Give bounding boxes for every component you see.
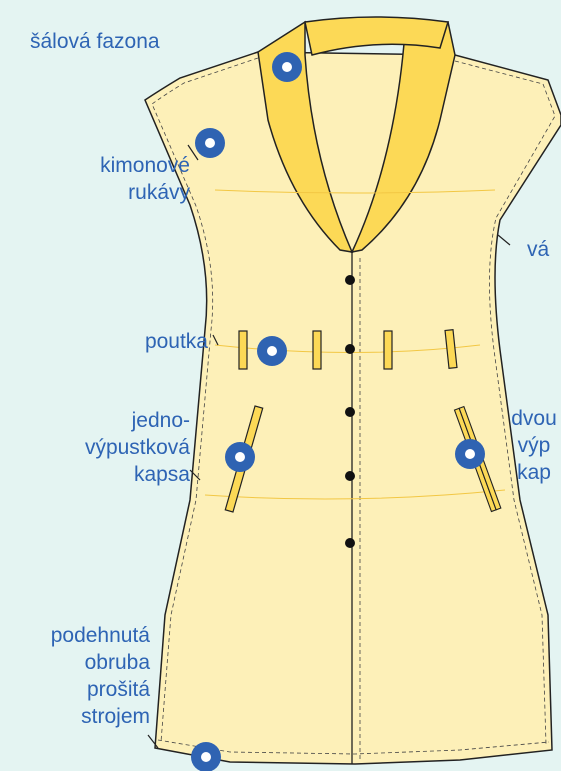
label-line: výp (507, 432, 561, 459)
label-shawl-collar: šálová fazona (30, 28, 160, 55)
button (345, 344, 355, 354)
label-line: vá (527, 236, 549, 263)
label-line: kimonové (20, 152, 190, 179)
label-line: výpustková (10, 434, 190, 461)
label-loops: poutka (80, 328, 208, 355)
label-line: dvou (507, 405, 561, 432)
button (345, 471, 355, 481)
label-line: podehnutá (0, 622, 150, 649)
label-line: jedno- (10, 407, 190, 434)
label-tie-belt-partial: vá (527, 236, 549, 263)
label-line: kap (507, 459, 561, 486)
button (345, 407, 355, 417)
button (345, 538, 355, 548)
label-line: obruba (0, 649, 150, 676)
label-single-welt-pocket: jedno- výpustková kapsa (10, 407, 190, 488)
label-double-welt-pocket-partial: dvou výp kap (507, 405, 561, 486)
belt-loop (313, 331, 321, 369)
label-kimono-sleeves: kimonové rukávy (20, 152, 190, 206)
label-line: kapsa (10, 461, 190, 488)
button (345, 275, 355, 285)
belt-loop (384, 331, 392, 369)
label-line: strojem (0, 703, 150, 730)
label-hem: podehnutá obruba prošitá strojem (0, 622, 150, 730)
label-line: poutka (80, 328, 208, 355)
label-line: prošitá (0, 676, 150, 703)
label-line: rukávy (20, 179, 190, 206)
label-line: šálová fazona (30, 28, 160, 55)
belt-loop (239, 331, 247, 369)
